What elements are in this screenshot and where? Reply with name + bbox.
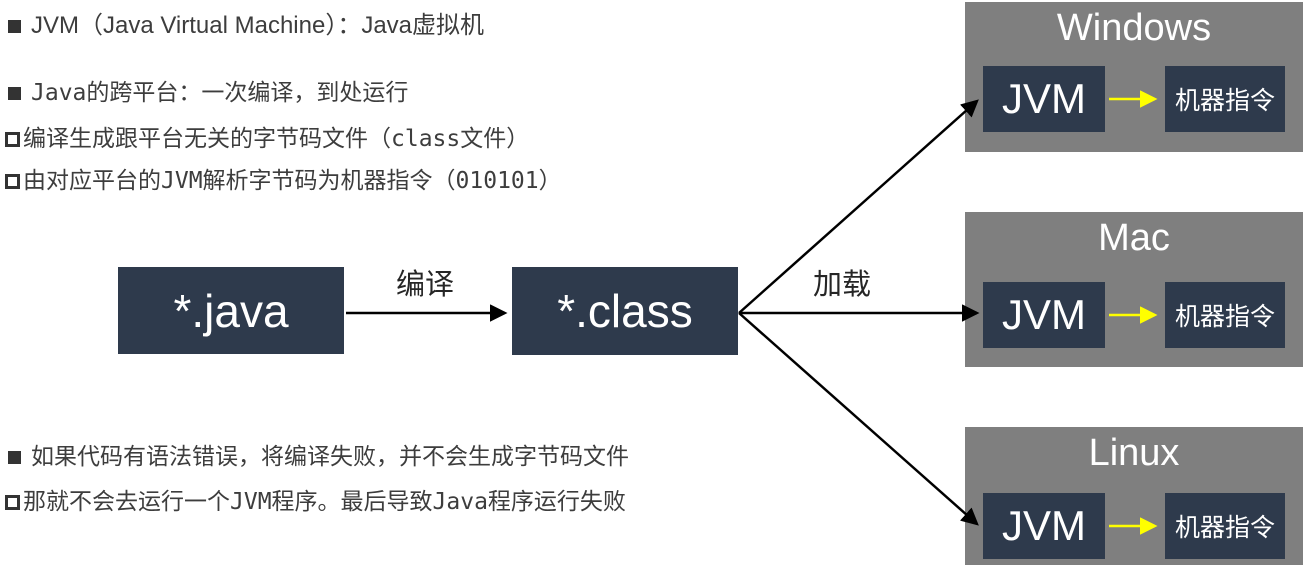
hollow-square-bullet-icon [5,174,20,190]
jvm-instruction-row: JVM 机器指令 [983,282,1285,348]
bullet-jvm-parse: 由对应平台的JVM解析字节码为机器指令（010101） [5,168,562,196]
bullet-text: JVM（Java Virtual Machine）：Java虚拟机 [31,12,485,39]
jvm-instruction-row: JVM 机器指令 [983,66,1285,132]
hollow-square-bullet-icon [5,132,20,148]
yellow-arrow-icon [1109,306,1158,324]
load-arrow-label: 加载 [813,269,872,301]
bullet-text: 那就不会去运行一个JVM程序。最后导致Java程序运行失败 [23,489,626,515]
jvm-box: JVM [983,493,1105,559]
jvm-instruction-row: JVM 机器指令 [983,493,1285,559]
bullet-run-failure: 那就不会去运行一个JVM程序。最后导致Java程序运行失败 [5,489,626,517]
platform-title: Mac [1098,217,1170,259]
bullet-text: 由对应平台的JVM解析字节码为机器指令（010101） [23,168,562,194]
bullet-text: 如果代码有语法错误，将编译失败，并不会生成字节码文件 [31,444,629,470]
platform-panel-windows: Windows JVM 机器指令 [965,2,1303,152]
class-bytecode-box: *.class [512,267,738,355]
platform-title: Linux [1088,432,1180,474]
filled-square-bullet-icon [8,19,21,33]
platform-title: Windows [1056,7,1212,49]
platform-panel-linux: Linux JVM 机器指令 [965,427,1303,565]
platform-panel-mac: Mac JVM 机器指令 [965,212,1303,367]
java-source-box: *.java [118,267,344,354]
filled-square-bullet-icon [8,451,21,465]
yellow-arrow-icon [1109,517,1158,535]
filled-square-bullet-icon [8,87,21,101]
yellow-arrow-icon [1109,90,1158,108]
bullet-cross-platform: Java的跨平台：一次编译，到处运行 [5,80,408,108]
bullet-jvm-definition: JVM（Java Virtual Machine）：Java虚拟机 [5,12,484,41]
bullet-syntax-error: 如果代码有语法错误，将编译失败，并不会生成字节码文件 [5,444,629,472]
bullet-text: 编译生成跟平台无关的字节码文件（class文件） [23,126,530,152]
jvm-box: JVM [983,66,1105,132]
hollow-square-bullet-icon [5,495,20,511]
compile-arrow-label: 编译 [396,269,455,301]
jvm-box: JVM [983,282,1105,348]
machine-instruction-box: 机器指令 [1165,493,1285,559]
bullet-text: Java的跨平台：一次编译，到处运行 [31,80,409,106]
load-arrow-linux [738,312,979,526]
machine-instruction-box: 机器指令 [1165,66,1285,132]
machine-instruction-box: 机器指令 [1165,282,1285,348]
bullet-bytecode-file: 编译生成跟平台无关的字节码文件（class文件） [5,126,529,154]
